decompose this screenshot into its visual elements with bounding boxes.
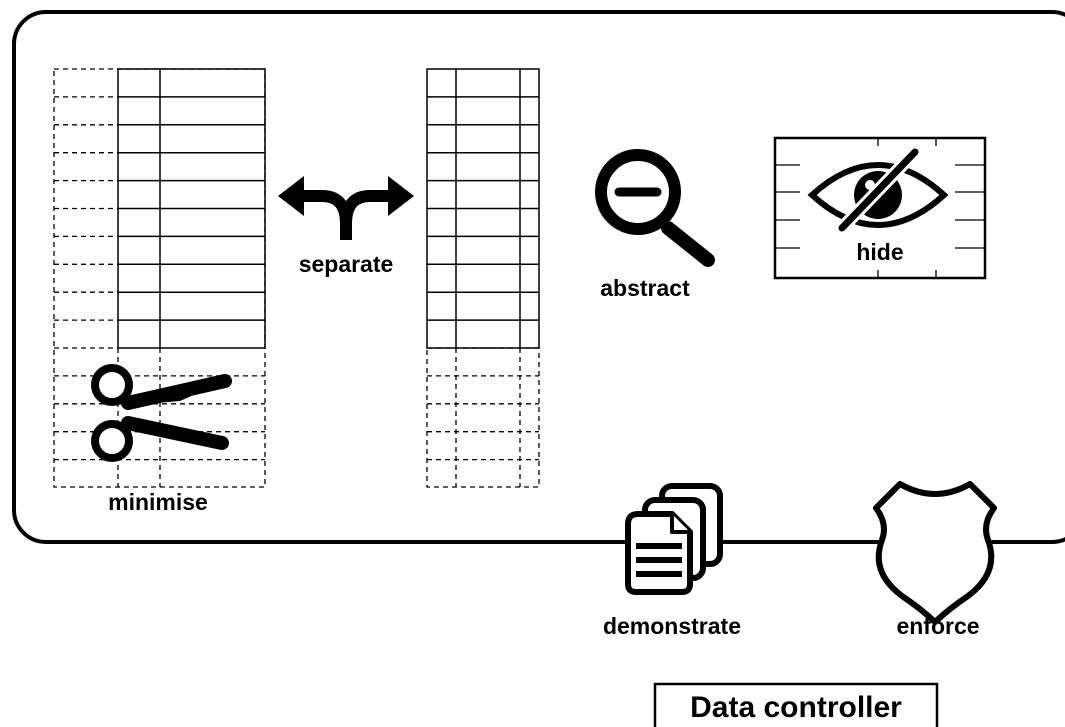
minimise-label: minimise (108, 489, 208, 515)
minimise-table (53, 68, 266, 488)
separate-dashed-grid (426, 347, 540, 488)
separate-label: separate (299, 251, 394, 277)
scissors-icon (91, 364, 232, 462)
minimise-dashed-grid (53, 68, 266, 488)
hide-label: hide (856, 239, 903, 265)
shield-icon (873, 481, 997, 625)
data-controller-title: Data controller (690, 691, 902, 724)
data-controller-box: Data controller (653, 682, 939, 727)
documents-stack-icon (625, 483, 723, 595)
minimise-solid-grid (117, 68, 266, 349)
strategies-frame (12, 10, 1065, 544)
split-arrow-icon (278, 176, 414, 240)
crossed-eye-icon (807, 145, 949, 235)
dashed-outline (426, 347, 540, 488)
separate-solid-grid (426, 68, 540, 349)
separate-table (426, 68, 540, 488)
demonstrate-label: demonstrate (603, 613, 741, 639)
magnifier-minus-icon (595, 149, 715, 267)
enforce-label: enforce (896, 613, 979, 639)
dashed-outline (53, 68, 266, 488)
abstract-label: abstract (600, 275, 690, 301)
